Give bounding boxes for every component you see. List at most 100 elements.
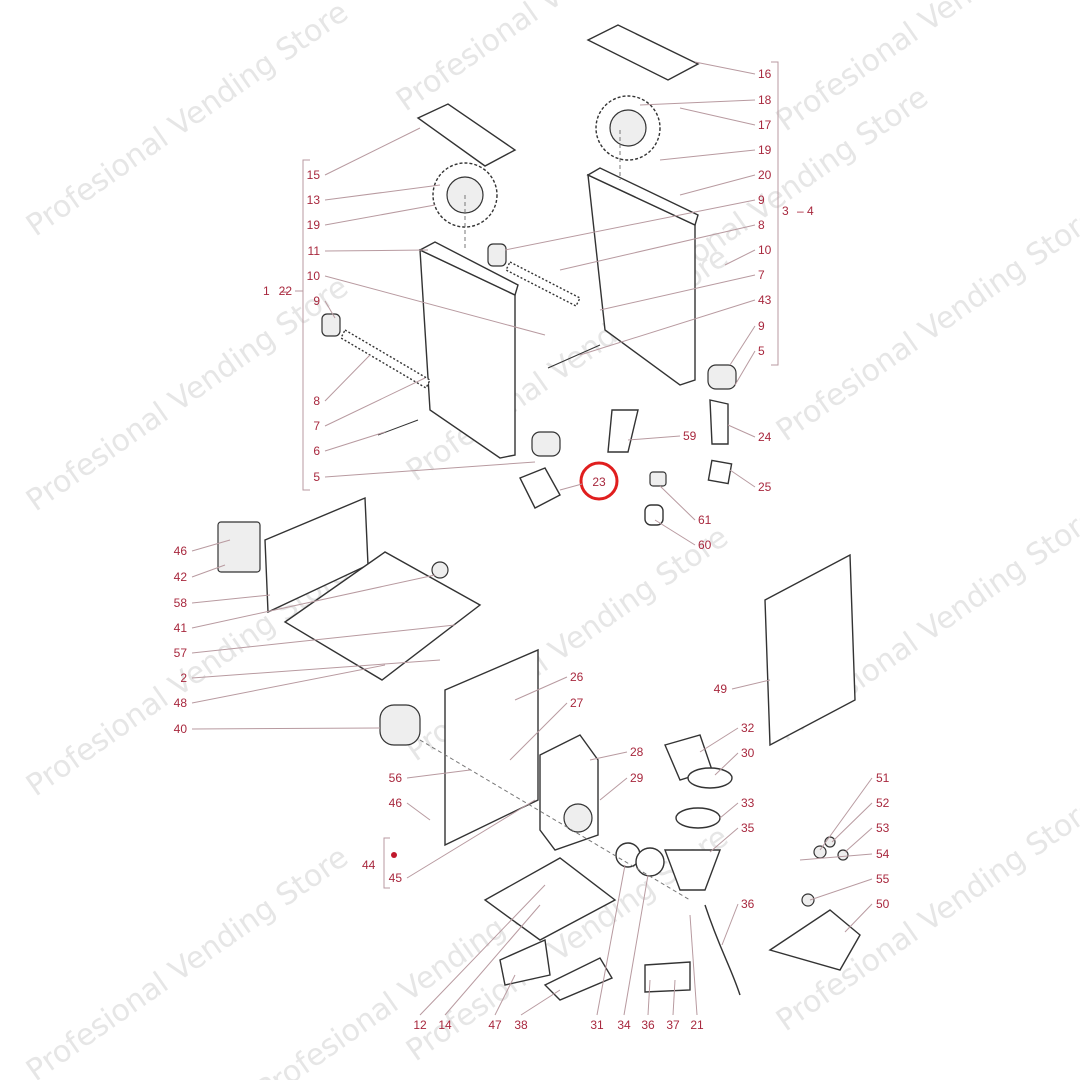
leader-line <box>627 435 681 441</box>
leader-line <box>324 275 546 336</box>
leader-line <box>599 274 756 311</box>
leader-line <box>672 979 676 1016</box>
part-callout-label[interactable]: 5 <box>313 470 320 484</box>
part-callout-label[interactable]: 8 <box>313 394 320 408</box>
part-callout-label[interactable]: 50 <box>876 897 890 911</box>
ring-30 <box>687 767 733 789</box>
fitting-50 <box>768 909 861 971</box>
part-callout-label[interactable]: 19 <box>307 218 321 232</box>
part-callout-label[interactable]: 34 <box>617 1018 631 1032</box>
part-callout-label[interactable]: 10 <box>758 243 772 257</box>
part-callout-label[interactable]: 35 <box>741 821 755 835</box>
part-callout-label[interactable]: 20 <box>758 168 772 182</box>
part-callout-label[interactable]: 17 <box>758 118 772 132</box>
part-callout-label[interactable]: 21 <box>690 1018 704 1032</box>
part-callout-label[interactable]: 15 <box>307 168 321 182</box>
leader-line <box>324 461 536 478</box>
part-callout-label[interactable]: 54 <box>876 847 890 861</box>
part-callout-label[interactable]: 16 <box>758 67 772 81</box>
leader-line <box>731 679 771 690</box>
leader-line <box>324 377 426 427</box>
part-callout-label[interactable]: 14 <box>438 1018 452 1032</box>
fitting-52 <box>824 836 836 848</box>
part-callout-label[interactable]: 48 <box>174 696 188 710</box>
clip-60 <box>644 504 664 526</box>
part-callout-label[interactable]: 19 <box>758 143 772 157</box>
part-callout-label[interactable]: 55 <box>876 872 890 886</box>
part-callout-label[interactable]: 33 <box>741 796 755 810</box>
part-callout-label[interactable]: 6 <box>313 444 320 458</box>
part-callout-label[interactable]: 43 <box>758 293 772 307</box>
leader-line <box>324 354 371 402</box>
part-callout-label[interactable]: 46 <box>389 796 403 810</box>
assembly-axis-3 <box>419 739 691 901</box>
leader-line <box>679 107 756 126</box>
leader-line <box>599 777 628 801</box>
part-callout-label[interactable]: 57 <box>174 646 188 660</box>
part-callout-label[interactable]: 53 <box>876 821 890 835</box>
oring-34 <box>635 847 665 877</box>
bracket-left <box>302 159 310 491</box>
leader-line <box>709 827 739 853</box>
part-callout-label[interactable]: 36 <box>641 1018 655 1032</box>
part-callout-label[interactable]: 7 <box>313 419 320 433</box>
part-callout-label[interactable]: 51 <box>876 771 890 785</box>
part-callout-label[interactable]: 38 <box>514 1018 528 1032</box>
part-callout-label[interactable]: 18 <box>758 93 772 107</box>
part-callout-label[interactable]: 41 <box>174 621 188 635</box>
part-callout-label[interactable]: 47 <box>488 1018 502 1032</box>
part-callout-label[interactable]: 56 <box>389 771 403 785</box>
part-callout-label[interactable]: 12 <box>413 1018 427 1032</box>
label-22: 22 <box>279 284 293 298</box>
base-plate <box>283 551 482 681</box>
leader-line <box>694 61 756 75</box>
leader-line <box>799 853 873 861</box>
label-23-highlighted[interactable]: 23 <box>592 475 606 489</box>
leader-line <box>844 827 873 853</box>
nut-left <box>321 313 341 337</box>
part-callout-label[interactable]: 36 <box>741 897 755 911</box>
part-callout-label[interactable]: 24 <box>758 430 772 444</box>
part-callout-label[interactable]: 59 <box>683 429 697 443</box>
part-callout-label[interactable]: 32 <box>741 721 755 735</box>
part-callout-label[interactable]: 10 <box>307 269 321 283</box>
part-callout-label[interactable]: 37 <box>666 1018 680 1032</box>
part-callout-label[interactable]: 9 <box>313 294 320 308</box>
panel-49 <box>764 553 856 747</box>
leader-line <box>724 249 756 266</box>
lid-right <box>586 24 700 81</box>
part-callout-label[interactable]: 9 <box>758 319 765 333</box>
bracket-42 <box>217 521 261 573</box>
part-callout-label[interactable]: 42 <box>174 570 188 584</box>
leader-line <box>324 204 436 226</box>
part-callout-label[interactable]: 31 <box>590 1018 604 1032</box>
part-callout-label[interactable]: 27 <box>570 696 584 710</box>
part-callout-label[interactable]: 13 <box>307 193 321 207</box>
part-callout-label[interactable]: 40 <box>174 722 188 736</box>
leader-line <box>324 127 421 176</box>
part-callout-label[interactable]: 52 <box>876 796 890 810</box>
part-23 <box>519 467 561 509</box>
part-callout-label[interactable]: 28 <box>630 745 644 759</box>
part-callout-label[interactable]: 7 <box>758 268 765 282</box>
part-callout-label[interactable]: 61 <box>698 513 712 527</box>
part-callout-label[interactable]: 45 <box>389 871 403 885</box>
part-callout-label[interactable]: 30 <box>741 746 755 760</box>
part-callout-label[interactable]: 46 <box>174 544 188 558</box>
label-1: 1 <box>263 284 270 298</box>
part-callout-label[interactable]: 2 <box>180 671 187 685</box>
part-callout-label[interactable]: 25 <box>758 480 772 494</box>
hopper-left-top <box>418 241 519 296</box>
leader-line <box>191 539 231 552</box>
part-callout-label[interactable]: 58 <box>174 596 188 610</box>
part-callout-label[interactable]: 29 <box>630 771 644 785</box>
part-callout-label[interactable]: 60 <box>698 538 712 552</box>
part-callout-label[interactable]: 8 <box>758 218 765 232</box>
part-callout-label[interactable]: 11 <box>308 244 321 258</box>
part-callout-label[interactable]: 5 <box>758 344 765 358</box>
part-38 <box>543 957 614 1001</box>
part-callout-label[interactable]: 26 <box>570 670 584 684</box>
part-callout-label[interactable]: 9 <box>758 193 765 207</box>
leader-line <box>831 802 873 843</box>
part-callout-label[interactable]: 49 <box>714 682 728 696</box>
